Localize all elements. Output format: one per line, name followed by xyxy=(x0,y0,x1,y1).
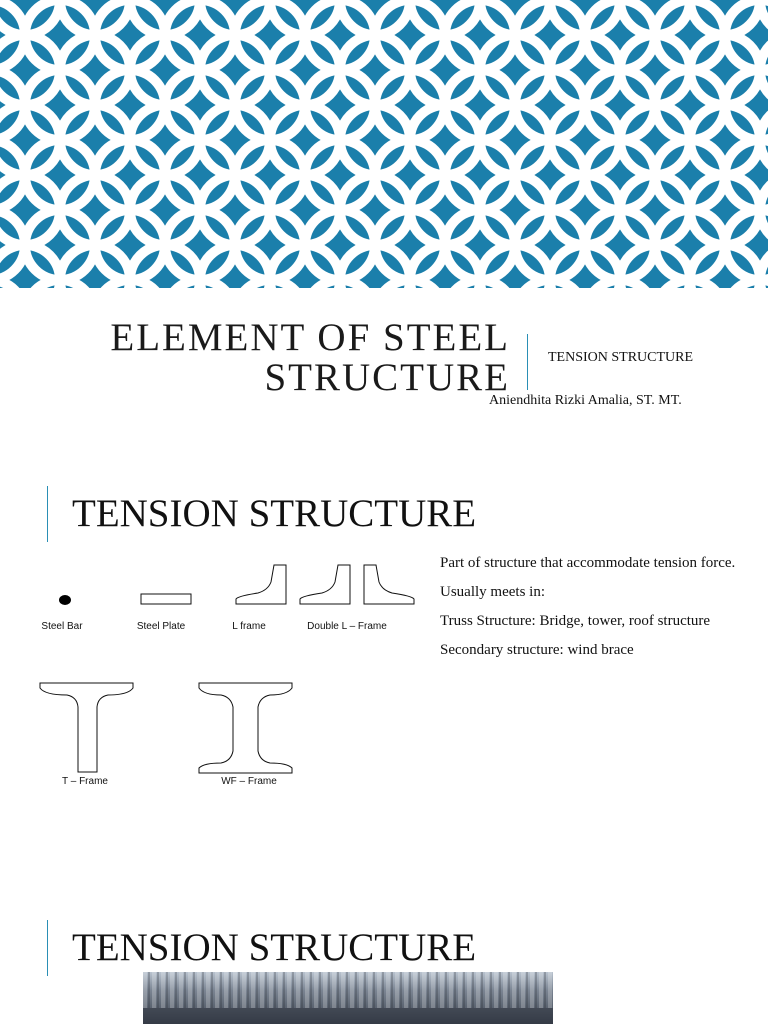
t-frame-shape xyxy=(39,682,134,773)
author-name: Aniendhita Rizki Amalia, ST. MT. xyxy=(489,393,682,408)
wf-frame-label: WF – Frame xyxy=(221,776,277,787)
section-divider xyxy=(47,486,48,542)
decorative-banner xyxy=(0,0,768,288)
tension-structure-description: Part of structure that accommodate tensi… xyxy=(440,554,740,670)
section-divider xyxy=(47,920,48,976)
steel-bar-shape xyxy=(59,595,71,605)
title-line-2: Structure xyxy=(264,356,510,399)
title-divider xyxy=(527,334,528,390)
steel-bar-label: Steel Bar xyxy=(41,621,83,632)
section-heading: TENSION STRUCTURE xyxy=(72,926,477,969)
bullet-secondary-structure: Secondary structure: wind brace xyxy=(440,642,634,658)
l-frame-label: L frame xyxy=(232,621,266,632)
l-frame-shape xyxy=(235,564,287,605)
double-l-frame-label: Double L – Frame xyxy=(307,621,387,632)
steel-plate-shape xyxy=(140,593,192,605)
t-frame-label: T – Frame xyxy=(62,776,108,787)
double-l-frame-left-shape xyxy=(299,564,351,605)
double-l-frame-right-shape xyxy=(363,564,415,605)
circle-pattern-graphic xyxy=(0,0,768,288)
steel-profiles-diagram: Steel Bar Steel Plate L frame Double L –… xyxy=(39,564,415,787)
title-line-1: Element of Steel xyxy=(110,316,510,359)
roof-photo-graphic xyxy=(143,972,553,1024)
presentation-title: Element of Steel Structure xyxy=(60,318,510,398)
bullet-usually-meets: Usually meets in: xyxy=(440,584,545,600)
bullet-truss-structure: Truss Structure: Bridge, tower, roof str… xyxy=(440,613,711,629)
roof-structure-photo xyxy=(143,972,553,1024)
bullet-definition: Part of structure that accommodate tensi… xyxy=(440,555,736,571)
wf-frame-shape xyxy=(198,682,293,774)
subtitle: TENSION STRUCTURE xyxy=(548,350,694,365)
section-heading: TENSION STRUCTURE xyxy=(72,492,477,535)
steel-plate-label: Steel Plate xyxy=(137,621,186,632)
